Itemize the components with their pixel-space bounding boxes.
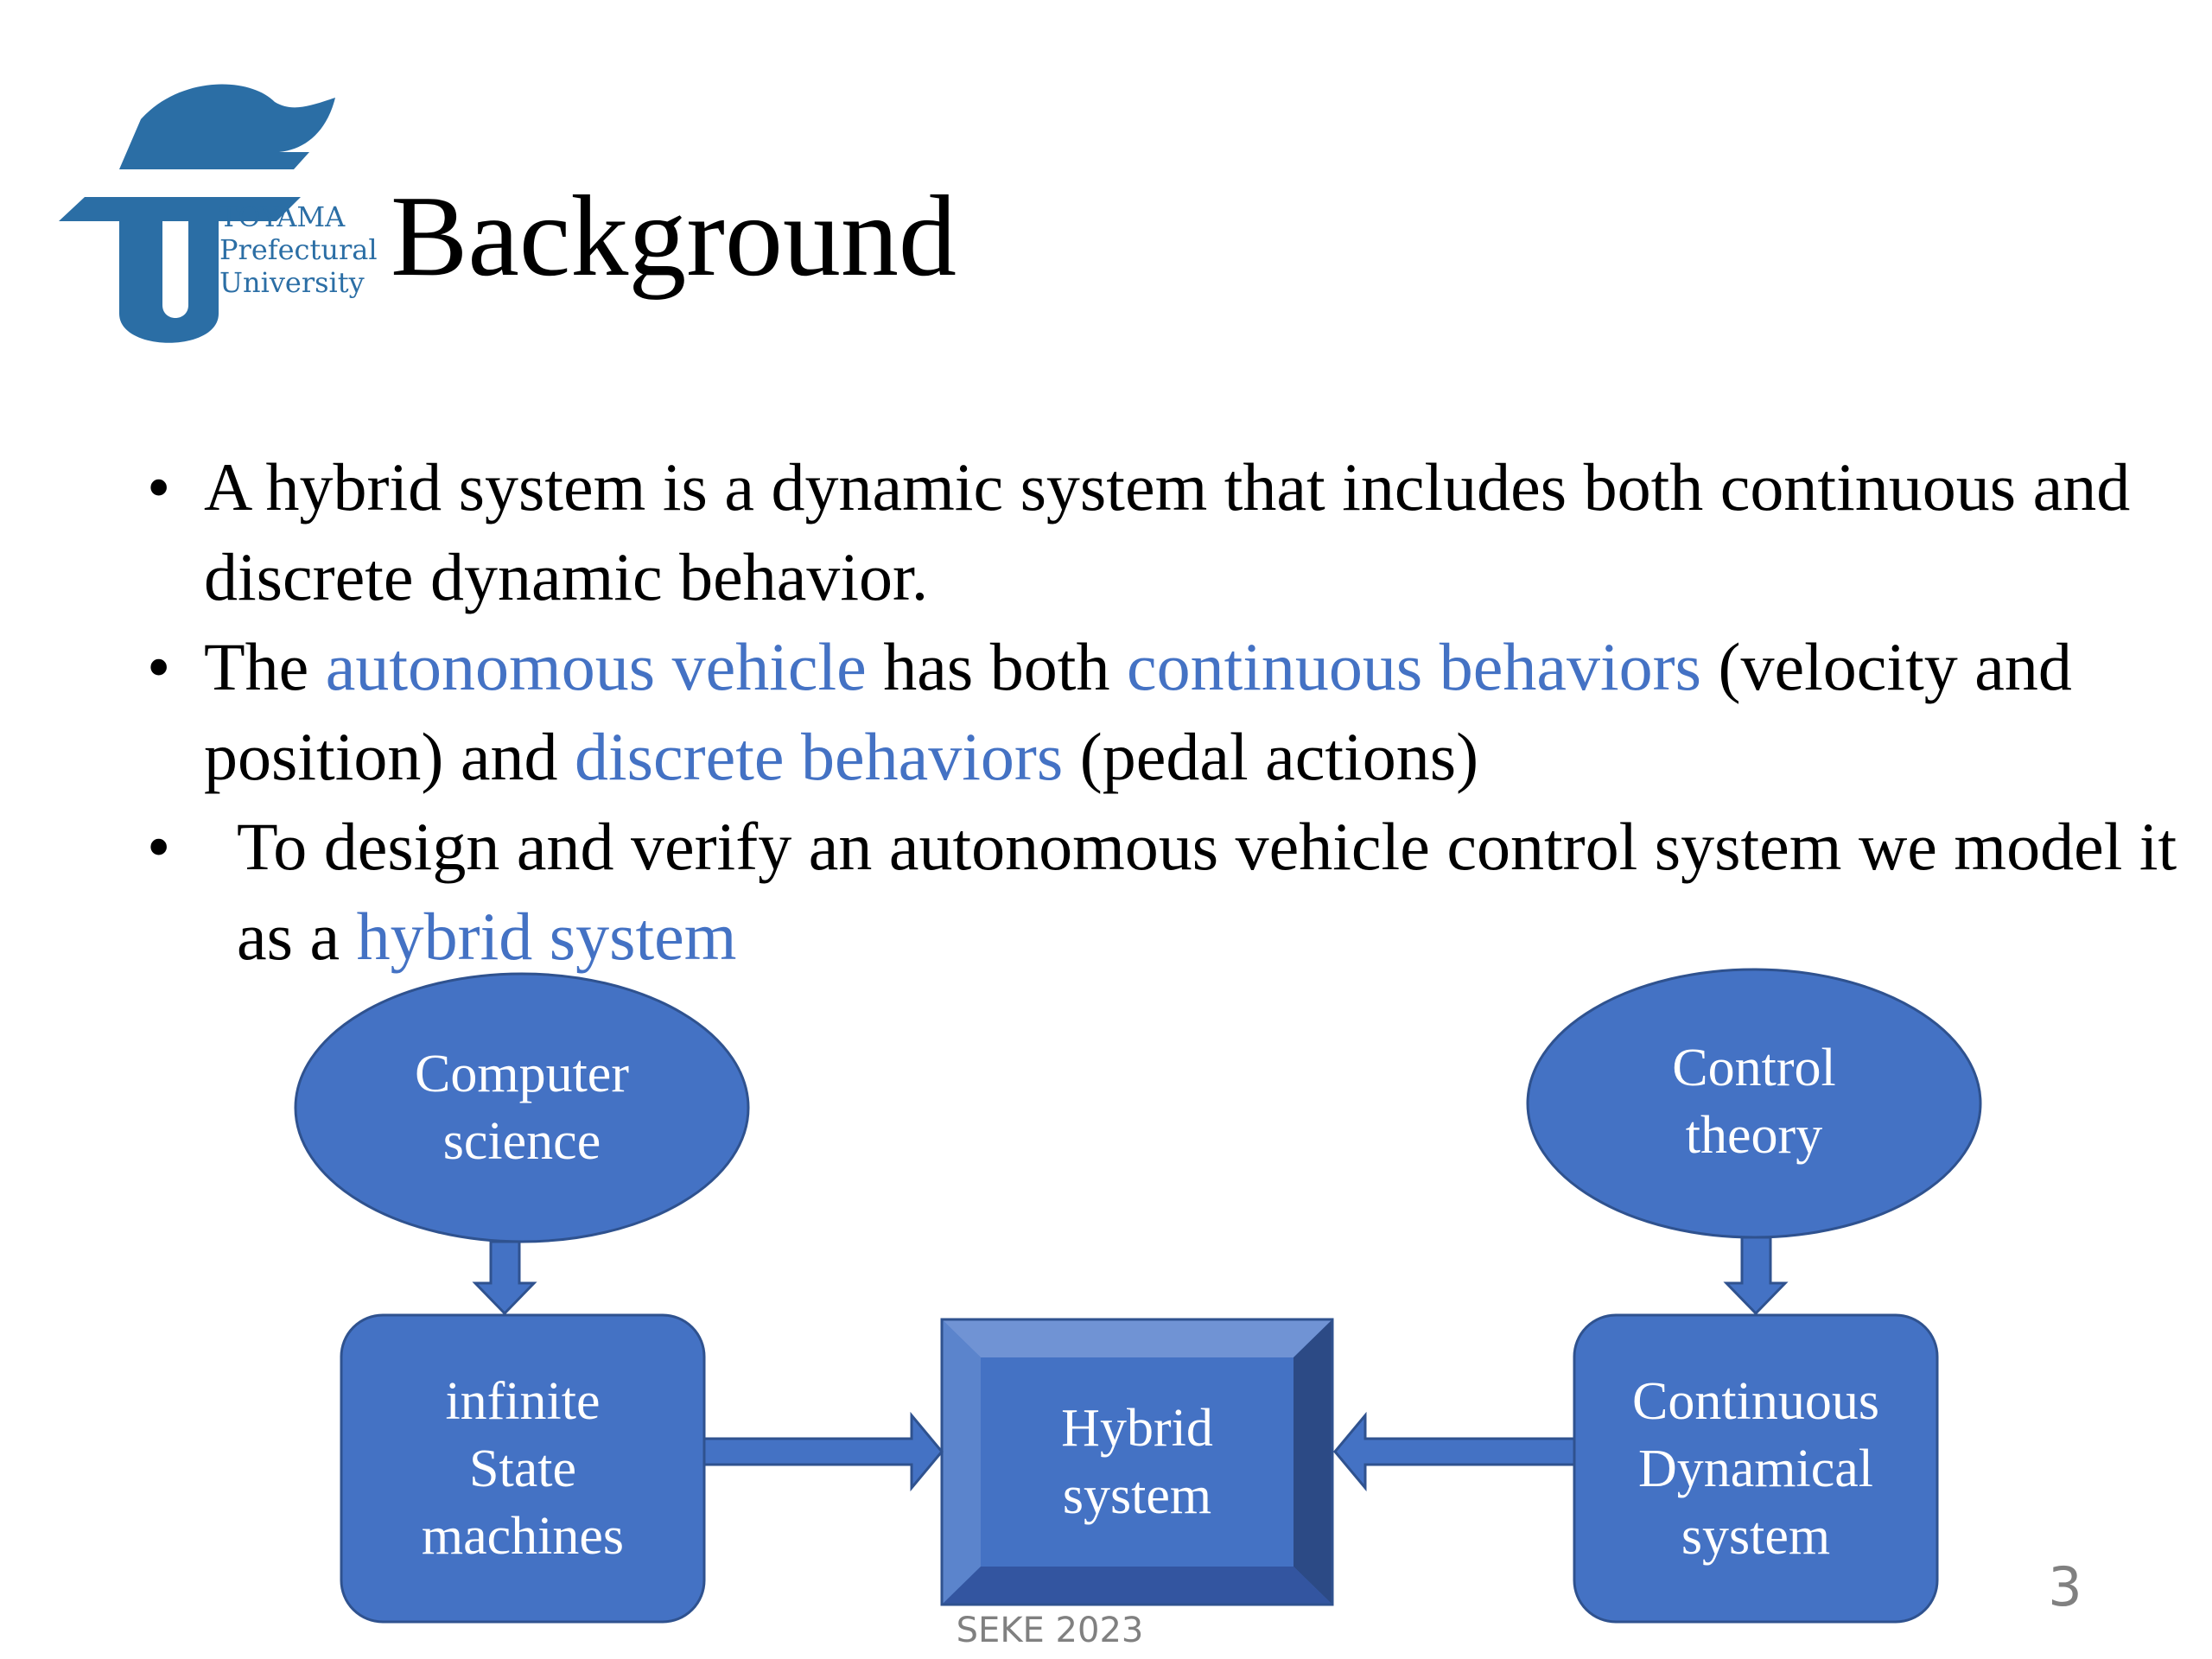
university-logo bbox=[59, 84, 335, 343]
bullet-text-part: The bbox=[204, 629, 326, 704]
bullet-dot: • bbox=[147, 629, 171, 704]
slide-title: Background bbox=[391, 172, 957, 300]
logo-u-shape bbox=[119, 221, 219, 343]
bullet-item: • To design and verify an autonomous veh… bbox=[147, 802, 2203, 982]
logo-line: University bbox=[219, 266, 365, 299]
bullet-text-part: A hybrid system is a dynamic system that… bbox=[204, 449, 2131, 614]
bullet-text-part: To design and verify an autonomous vehic… bbox=[237, 809, 2177, 974]
bullet-dot: • bbox=[147, 449, 171, 524]
logo-text: TOYAMA Prefectural University bbox=[219, 200, 384, 299]
control-theory-label: Control theory bbox=[1581, 1033, 1927, 1171]
label-line: Dynamical bbox=[1637, 1439, 1873, 1498]
logo-leaf-shape bbox=[119, 84, 335, 169]
page-number: 3 bbox=[2048, 1555, 2082, 1618]
computer-science-label: Computer science bbox=[349, 1039, 695, 1177]
bullet-item: • A hybrid system is a dynamic system th… bbox=[147, 442, 2203, 622]
logo-line: TOYAMA bbox=[219, 200, 346, 233]
bullet-text: To design and verify an autonomous vehic… bbox=[237, 802, 2203, 982]
arrow-left-to-hybrid bbox=[1333, 1411, 1576, 1492]
footer-text: SEKE 2023 bbox=[956, 1611, 1144, 1650]
bullet-text: The autonomous vehicle has both continuo… bbox=[204, 622, 2203, 802]
bullet-text-part: (velocity and position) and bbox=[204, 629, 2072, 794]
hybrid-system-bevel bbox=[940, 1318, 1334, 1606]
highlight-hybrid-system: hybrid system bbox=[356, 899, 737, 974]
label-line: infinite bbox=[445, 1371, 601, 1431]
bullet-list: • A hybrid system is a dynamic system th… bbox=[147, 442, 2203, 982]
highlight-autonomous-vehicle: autonomous vehicle bbox=[325, 629, 867, 704]
arrow-down-computer-science bbox=[472, 1240, 537, 1316]
highlight-continuous-behaviors: continuous behaviors bbox=[1126, 629, 1702, 704]
logo-line: Prefectural bbox=[219, 233, 378, 266]
hybrid-system-label: Hybrid system bbox=[981, 1357, 1294, 1567]
state-machines-box bbox=[340, 1313, 706, 1624]
bullet-dot: • bbox=[147, 809, 171, 884]
label-line: science bbox=[442, 1112, 601, 1171]
computer-science-ellipse bbox=[294, 972, 750, 1243]
label-line: Continuous bbox=[1632, 1371, 1879, 1431]
bullet-text: A hybrid system is a dynamic system that… bbox=[204, 442, 2203, 622]
bullet-text-part: has both bbox=[866, 629, 1127, 704]
state-machines-label: infinite State machines bbox=[341, 1315, 704, 1622]
label-line: machines bbox=[421, 1506, 625, 1566]
logo-crossbar-shape bbox=[59, 197, 301, 221]
bullet-item: • The autonomous vehicle has both contin… bbox=[147, 622, 2203, 802]
label-line: system bbox=[1681, 1506, 1831, 1566]
label-line: system bbox=[1062, 1466, 1212, 1525]
arrow-right-to-hybrid bbox=[702, 1411, 944, 1492]
continuous-system-box bbox=[1573, 1313, 1939, 1624]
label-line: Hybrid bbox=[1061, 1399, 1213, 1458]
bullet-text-part: (pedal actions) bbox=[1063, 719, 1479, 794]
arrow-down-control-theory bbox=[1723, 1236, 1789, 1316]
label-line: State bbox=[469, 1439, 576, 1498]
continuous-system-label: Continuous Dynamical system bbox=[1574, 1315, 1937, 1622]
highlight-discrete-behaviors: discrete behaviors bbox=[574, 719, 1064, 794]
label-line: Control bbox=[1672, 1039, 1836, 1097]
label-line: Computer bbox=[415, 1045, 629, 1103]
label-line: theory bbox=[1685, 1106, 1823, 1165]
